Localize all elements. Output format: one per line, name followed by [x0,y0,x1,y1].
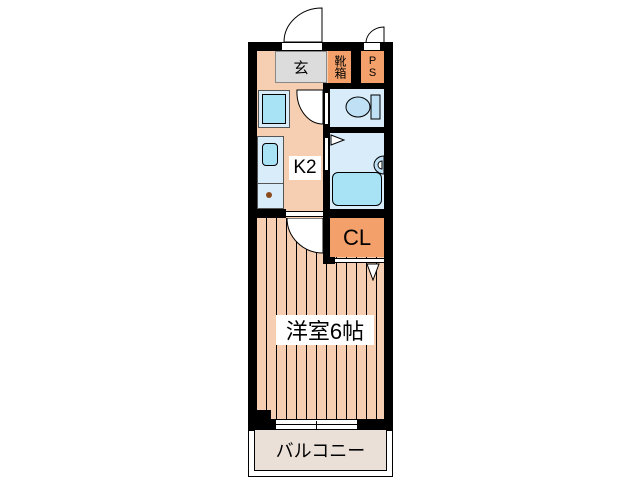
stove-burner-icon [266,192,272,198]
wall-shoe-ps [351,51,361,83]
wall-left [248,42,257,430]
closet-door-threshold [335,258,384,263]
entrance-door-icon [283,7,323,43]
ps-threshold [364,42,380,51]
wall-right [384,42,393,430]
kitchen-door-icon [296,89,324,125]
toilet-door-gap [324,92,329,125]
stove-divider [257,183,284,184]
shoe-box-label: 靴箱 [333,55,347,79]
fridge-icon [258,90,290,128]
room-shoe-box: 靴箱 [328,51,351,83]
wall-closet-left [323,218,330,264]
wall-bath-left [323,89,330,264]
wall-top-right [380,42,393,51]
entrance-label: 玄 [293,59,309,77]
room-pipe-space: PS [361,51,384,83]
western-room-label: 洋室6帖 [276,315,374,345]
wall-under-ps [323,83,393,89]
wall-kitchen-room [257,209,286,218]
bathtub-icon [332,172,382,206]
bath-door-gap [324,137,329,171]
kitchen-sink-icon [262,143,278,166]
bath-door-icon [330,134,346,146]
closet-door-icon [366,263,380,281]
wall-bottom-left [248,419,276,430]
toilet-icon [345,94,381,120]
room-entrance: 玄 [275,51,327,83]
kitchen-label: K2 [289,156,321,180]
wall-closet-bottom [323,257,335,264]
wall-bottom-right [357,419,393,430]
wall-top-left [248,42,282,51]
balcony-window [276,419,357,430]
balcony-label: バルコニー [275,441,366,461]
wall-toilet-bath [323,127,393,133]
pipe-space-label: PS [366,55,379,79]
wall-bath-bottom [323,209,393,218]
room-door-icon [286,218,324,254]
entrance-threshold [282,42,322,51]
closet-label: CL [342,224,372,250]
wall-top-mid [322,42,364,51]
room-door-threshold [286,211,323,217]
balcony-floor: バルコニー [254,430,387,471]
sink-icon [373,155,385,175]
room-closet: CL [330,218,384,257]
